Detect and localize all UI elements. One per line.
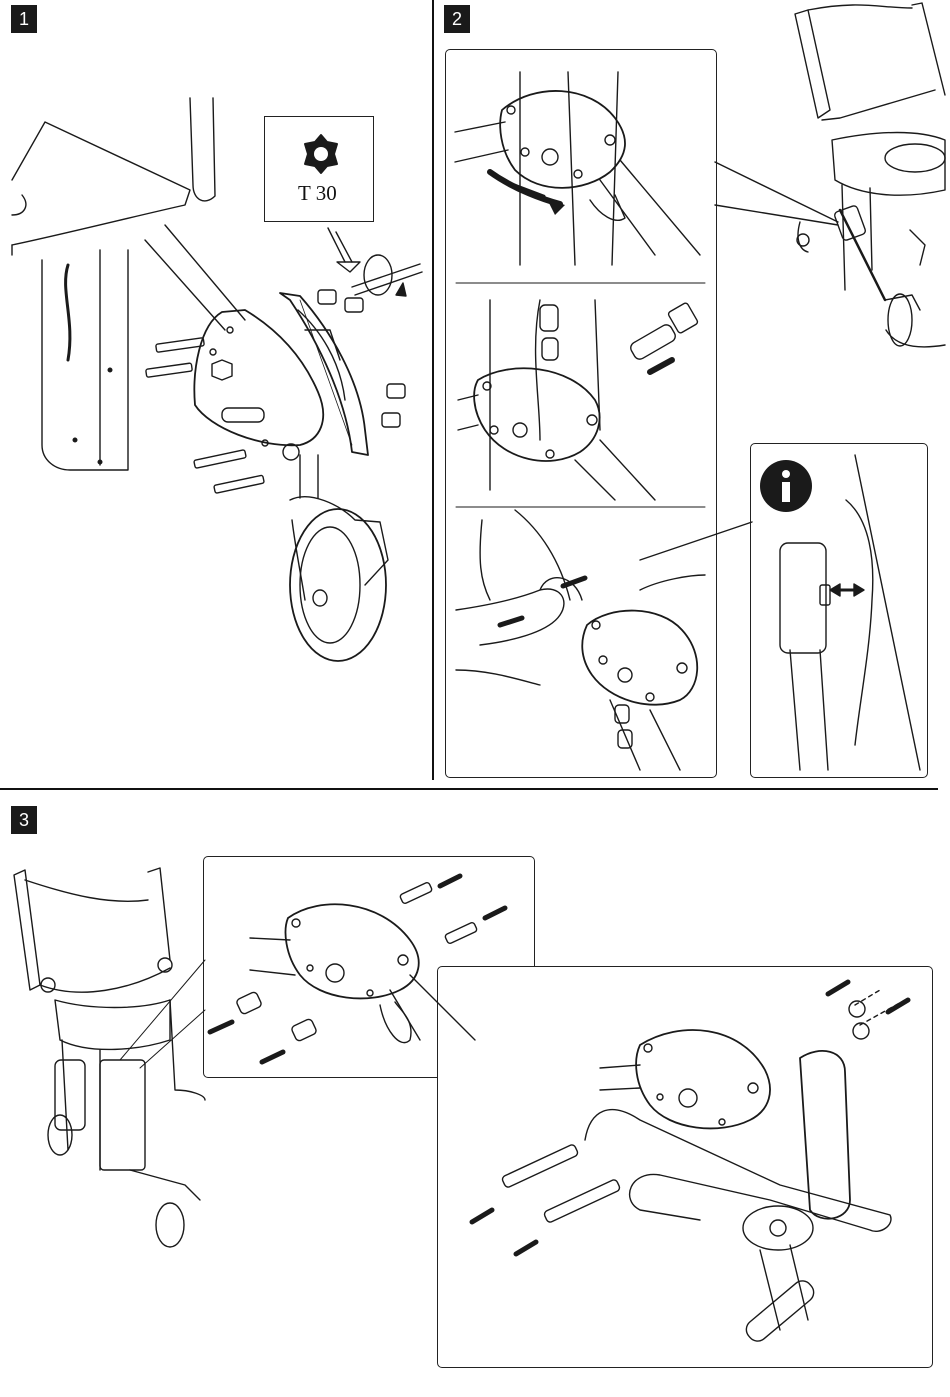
torx-bit-icon (305, 135, 337, 173)
step-2c-illustration (456, 510, 705, 770)
step-3-assembly-illustration (472, 982, 908, 1345)
step-2a-illustration (455, 72, 700, 265)
step-2-overview-chair (795, 3, 945, 347)
step-3-removal-illustration (210, 876, 505, 1062)
step-2b-illustration (458, 300, 699, 500)
step-3-overview-chair (14, 868, 205, 1247)
info-icon (760, 460, 812, 512)
step-1-illustration (12, 98, 422, 661)
